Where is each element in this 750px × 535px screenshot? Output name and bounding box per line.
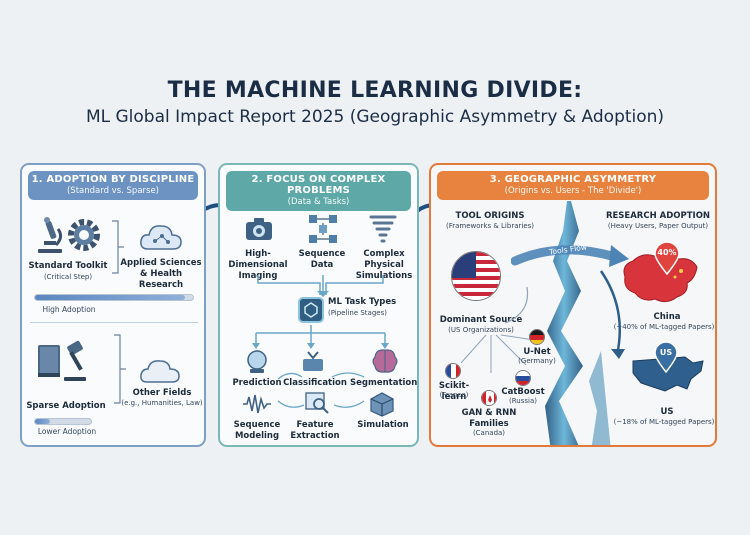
other-fields-note: (e.g., Humanities, Law) bbox=[121, 399, 203, 407]
source-to-flow-arrow bbox=[504, 286, 529, 324]
divide-crack-graphic bbox=[545, 201, 611, 445]
low-adoption-bar-fill bbox=[35, 419, 50, 424]
panel-adoption-by-discipline: 1. ADOPTION BY DISCIPLINE (Standard vs. … bbox=[20, 163, 206, 447]
high-adoption-label: High Adoption bbox=[42, 305, 96, 314]
france-flag-icon bbox=[445, 363, 461, 379]
task-cycle-arrows bbox=[277, 372, 365, 408]
camera-icon bbox=[246, 218, 272, 240]
panel1-heading: 1. ADOPTION BY DISCIPLINE bbox=[31, 174, 195, 185]
input-label-2: Complex Physical Simulations bbox=[355, 249, 413, 281]
high-adoption-bar bbox=[34, 294, 194, 301]
hub-label: ML Task Types bbox=[328, 297, 397, 307]
panel2-subheading: (Data & Tasks) bbox=[287, 197, 350, 207]
us-flag-icon bbox=[451, 251, 501, 301]
panel-focus-complex-problems: 2. FOCUS ON COMPLEX PROBLEMS (Data & Tas… bbox=[218, 163, 419, 447]
panel1-divider bbox=[30, 322, 198, 323]
panel3-heading: 3. GEOGRAPHIC ASYMMETRY bbox=[489, 174, 657, 185]
sklearn-note: (France) bbox=[439, 391, 469, 399]
input-label-1: Sequence Data bbox=[298, 249, 346, 270]
gan-rnn-label: GAN & RNN Families bbox=[461, 408, 517, 429]
dominant-source-note: (US Organizations) bbox=[448, 326, 514, 334]
panel3-subheading: (Origins vs. Users - The 'Divide') bbox=[504, 186, 642, 196]
crystal-ball-icon bbox=[247, 350, 267, 373]
sklearn-label: Scikit-learn bbox=[438, 381, 470, 402]
other-fields-label: Other Fields bbox=[132, 388, 192, 398]
low-adoption-bar bbox=[34, 418, 92, 425]
china-map-icon bbox=[623, 253, 698, 303]
tornado-icon bbox=[369, 215, 397, 243]
task-label-2: Segmentation bbox=[350, 378, 418, 388]
task-label-3: Sequence Modeling bbox=[233, 420, 281, 441]
page-title: THE MACHINE LEARNING DIVIDE: bbox=[167, 78, 583, 103]
standard-toolkit-label: Standard Toolkit bbox=[28, 261, 108, 271]
us-note: (~18% of ML-tagged Papers) bbox=[613, 418, 715, 426]
tool-origins-note: (Frameworks & Libraries) bbox=[446, 222, 534, 230]
panel2-header: 2. FOCUS ON COMPLEX PROBLEMS (Data & Tas… bbox=[226, 171, 411, 211]
china-to-us-arrow bbox=[599, 270, 625, 359]
waveform-icon bbox=[243, 394, 271, 414]
us-label: US bbox=[660, 407, 674, 417]
task-label-5: Simulation bbox=[357, 420, 409, 430]
tools-flow-arrow bbox=[511, 245, 629, 267]
catboost-note: (Russia) bbox=[509, 397, 537, 405]
cloud-network-icon bbox=[140, 225, 182, 250]
catboost-label: CatBoost bbox=[501, 387, 545, 397]
tool-origins-title: TOOL ORIGINS bbox=[455, 211, 525, 221]
bracket-connector-top bbox=[112, 220, 124, 274]
classification-funnel-icon bbox=[303, 351, 323, 371]
simulation-cube-icon bbox=[370, 392, 394, 417]
applied-sciences-label: Applied Sciences & Health Research bbox=[120, 258, 202, 290]
china-label: China bbox=[653, 312, 681, 322]
task-label-1: Classification bbox=[283, 378, 347, 388]
us-pin-label: US bbox=[659, 348, 673, 357]
panel-geographic-asymmetry: 3. GEOGRAPHIC ASYMMETRY (Origins vs. Use… bbox=[429, 163, 717, 447]
low-adoption-label: Lower Adoption bbox=[37, 427, 97, 436]
high-adoption-bar-fill bbox=[35, 295, 186, 300]
russia-flag-icon bbox=[515, 370, 531, 386]
panel1-subheading: (Standard vs. Sparse) bbox=[66, 186, 160, 196]
gan-rnn-note: (Canada) bbox=[472, 429, 506, 437]
brain-icon bbox=[372, 349, 398, 373]
cloud-icon bbox=[140, 360, 180, 383]
bracket-connector-bottom bbox=[114, 334, 126, 404]
dominant-source-label: Dominant Source bbox=[439, 315, 523, 325]
us-map-icon bbox=[632, 356, 704, 392]
hub-note: (Pipeline Stages) bbox=[328, 309, 387, 317]
panel2-heading: 2. FOCUS ON COMPLEX PROBLEMS bbox=[251, 174, 386, 196]
panel1-header: 1. ADOPTION BY DISCIPLINE (Standard vs. … bbox=[28, 171, 198, 200]
task-label-4: Feature Extraction bbox=[290, 420, 340, 441]
china-pin-label: 40% bbox=[657, 248, 677, 257]
china-note: (~40% of ML-tagged Papers) bbox=[613, 323, 715, 331]
title-block: THE MACHINE LEARNING DIVIDE: ML Global I… bbox=[0, 78, 750, 127]
china-pin-icon bbox=[654, 241, 680, 275]
page-subtitle: ML Global Impact Report 2025 (Geographic… bbox=[85, 107, 665, 127]
panel3-header: 3. GEOGRAPHIC ASYMMETRY (Origins vs. Use… bbox=[437, 171, 709, 200]
task-label-0: Prediction bbox=[232, 378, 282, 388]
sequence-blocks-icon bbox=[309, 215, 337, 243]
germany-flag-icon bbox=[529, 329, 545, 345]
unet-note: (Germany) bbox=[518, 357, 556, 365]
unet-label: U-Net bbox=[523, 347, 551, 357]
standard-toolkit-note: (Critical Step) bbox=[43, 273, 93, 281]
sparse-adoption-label: Sparse Adoption bbox=[26, 401, 106, 411]
microscope-icon bbox=[38, 217, 63, 253]
feature-chart-icon bbox=[305, 392, 329, 414]
input-to-hub-arrows bbox=[257, 275, 384, 297]
research-adoption-title: RESEARCH ADOPTION bbox=[605, 211, 711, 221]
hub-chip-icon bbox=[298, 297, 324, 323]
book-gavel-icon bbox=[38, 340, 86, 381]
us-pin-icon bbox=[654, 341, 678, 373]
hub-to-tasks-arrows bbox=[252, 325, 389, 349]
gear-icon bbox=[68, 219, 100, 251]
research-adoption-note: (Heavy Users, Paper Output) bbox=[607, 222, 709, 230]
source-spread-lines bbox=[460, 334, 542, 373]
canada-flag-icon bbox=[481, 390, 497, 406]
